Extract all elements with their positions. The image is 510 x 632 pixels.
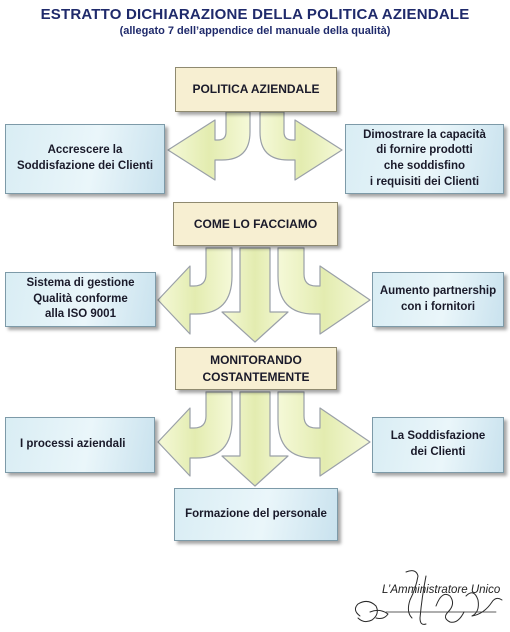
box-sistema-gestione-label: Sistema di gestione Qualità conforme all… bbox=[26, 277, 135, 321]
box-monitorando: MONITORANDO COSTANTEMENTE bbox=[175, 347, 337, 390]
box-accrescere-label: Accrescere la Soddisfazione dei Clienti bbox=[16, 144, 154, 172]
box-soddisfazione-clienti: La Soddisfazione dei Clienti bbox=[372, 417, 504, 473]
arrow-to-processi bbox=[157, 391, 233, 477]
box-sistema-gestione: Sistema di gestione Qualità conforme all… bbox=[5, 272, 156, 327]
box-accrescere: Accrescere la Soddisfazione dei Clienti bbox=[5, 124, 165, 194]
box-come-lo-facciamo: COME LO FACCIAMO bbox=[173, 202, 338, 246]
arrow-down-center-2 bbox=[221, 391, 289, 487]
arrow-down-center-1 bbox=[221, 247, 289, 343]
box-come-lo-facciamo-label: COME LO FACCIAMO bbox=[193, 216, 318, 231]
box-dimostrare: Dimostrare la capacità di fornire prodot… bbox=[345, 124, 504, 194]
box-formazione-personale-label: Formazione del personale bbox=[185, 507, 327, 520]
box-soddisfazione-clienti-label: La Soddisfazione dei Clienti bbox=[390, 430, 486, 458]
arrow-to-dimostrare bbox=[259, 111, 343, 181]
box-partnership-label: Aumento partnership con i fornitori bbox=[379, 284, 497, 313]
handwritten-signature bbox=[354, 570, 503, 625]
arrow-to-soddisfazione bbox=[277, 391, 371, 477]
arrow-to-partnership bbox=[277, 247, 371, 335]
box-monitorando-label: MONITORANDO COSTANTEMENTE bbox=[202, 353, 310, 384]
box-partnership: Aumento partnership con i fornitori bbox=[372, 272, 504, 327]
box-dimostrare-label: Dimostrare la capacità di fornire prodot… bbox=[363, 128, 486, 188]
page-subtitle: (allegato 7 dell’appendice del manuale d… bbox=[119, 25, 391, 37]
box-politica-aziendale: POLITICA AZIENDALE bbox=[175, 67, 337, 112]
box-formazione-personale: Formazione del personale bbox=[174, 488, 338, 541]
page-title: ESTRATTO DICHIARAZIONE DELLA POLITICA AZ… bbox=[40, 6, 470, 23]
box-processi-aziendali: I processi aziendali bbox=[5, 417, 155, 473]
arrow-to-sistema bbox=[157, 247, 233, 335]
arrow-to-accrescere bbox=[167, 111, 251, 181]
box-politica-aziendale-label: POLITICA AZIENDALE bbox=[192, 82, 320, 97]
box-processi-aziendali-label: I processi aziendali bbox=[20, 438, 126, 451]
